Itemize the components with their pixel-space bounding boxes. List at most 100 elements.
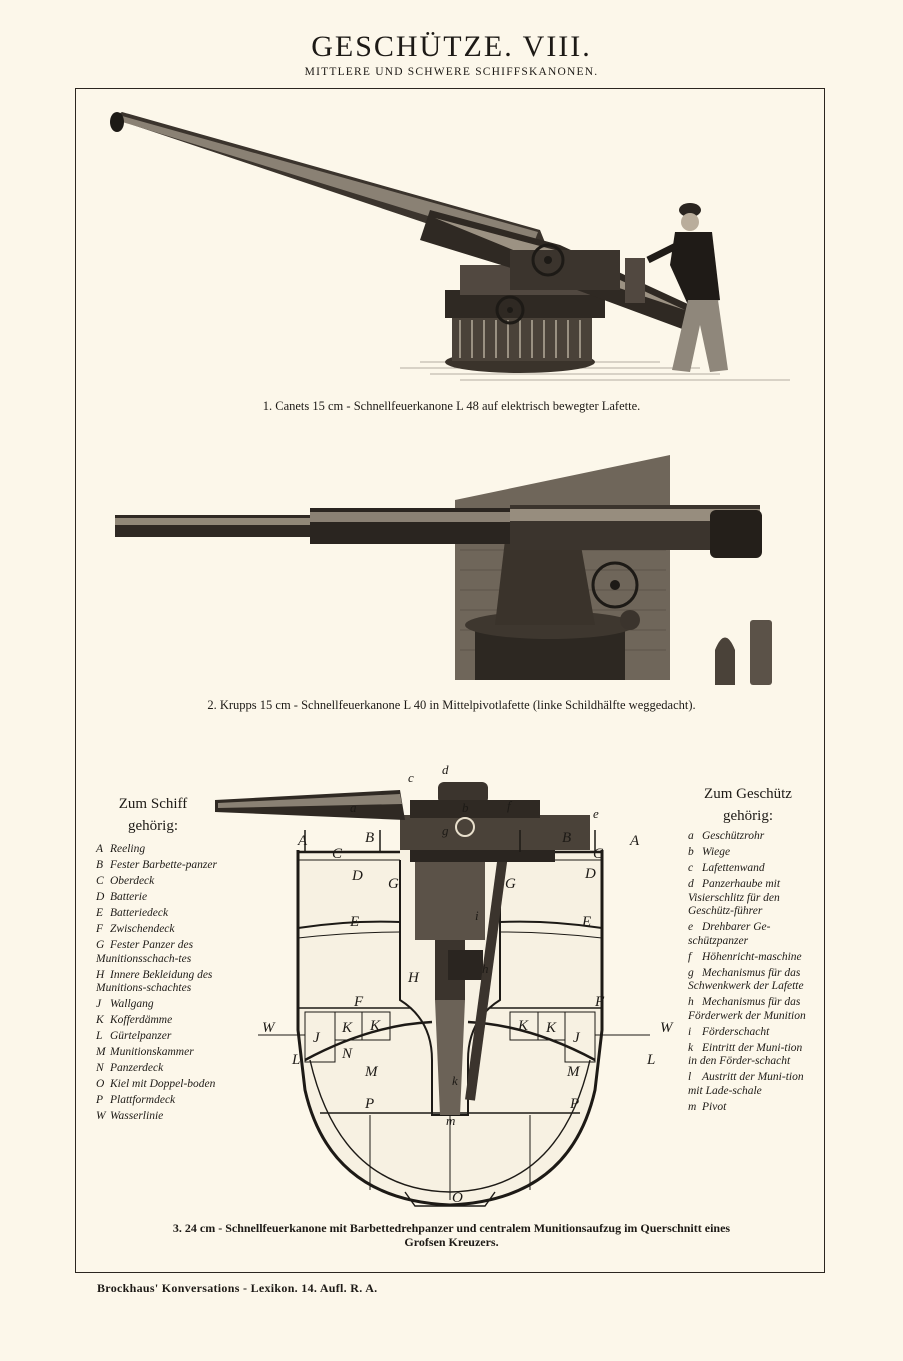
figure-3-cross-section: A A B B C C D D G G E E H F F W W J J K … [215, 762, 674, 1207]
label-B-right: B [562, 830, 571, 846]
figure-1-canet-gun [110, 112, 790, 381]
label-e: e [593, 806, 599, 821]
label-A-left: A [297, 833, 308, 849]
label-M-right: M [566, 1064, 581, 1080]
shells [715, 620, 772, 685]
label-W-right: W [660, 1020, 674, 1036]
label-C-right: C [593, 846, 604, 862]
legend-ship-heading: Zum Schiff gehörig: [98, 793, 208, 837]
label-C-left: C [332, 846, 343, 862]
label-i: i [475, 908, 479, 923]
label-K-2: K [369, 1018, 381, 1034]
figure-2-caption: 2. Krupps 15 cm - Schnellfeuerkanone L 4… [207, 698, 696, 712]
label-E-right: E [581, 914, 591, 930]
figure-2-krupp-gun [115, 455, 772, 685]
label-L-left: L [291, 1052, 300, 1068]
label-N: N [341, 1046, 353, 1062]
label-L-right: L [646, 1052, 655, 1068]
label-K-1: K [341, 1020, 353, 1036]
label-P-right: P [569, 1096, 579, 1112]
ammunition-shaft [399, 839, 510, 1116]
plate-subtitle: MITTLERE UND SCHWERE SCHIFFSKANONEN. [304, 66, 599, 78]
label-J-left: J [313, 1030, 321, 1046]
gun-barrel [110, 112, 690, 330]
label-M-left: M [364, 1064, 379, 1080]
legend-gun-heading-line2: gehörig: [723, 808, 773, 824]
figure-3-caption: 3. 24 cm - Schnellfeuerkanone mit Barbet… [0, 1221, 903, 1249]
railings [304, 830, 596, 852]
legend-gun-heading: Zum Geschütz gehörig: [688, 783, 808, 827]
figure-1-caption: 1. Canets 15 cm - Schnellfeuerkanone L 4… [262, 399, 641, 413]
label-m: m [446, 1113, 455, 1128]
label-H: H [407, 970, 420, 986]
figure-3-caption-line1: 3. 24 cm - Schnellfeuerkanone mit Barbet… [172, 1221, 731, 1235]
label-G-right: G [505, 876, 516, 892]
label-E-left: E [349, 914, 359, 930]
gun-cradle [495, 243, 645, 325]
gun-barrel [115, 505, 762, 558]
plate-title: GESCHÜTZE. VIII. [311, 30, 592, 63]
label-W-left: W [262, 1020, 276, 1036]
label-D-left: D [351, 868, 363, 884]
label-D-right: D [584, 866, 596, 882]
figure-3-caption-line2: Grofsen Kreuzers. [404, 1235, 499, 1249]
label-d: d [442, 762, 449, 777]
legend-ship-heading-line1: Zum Schiff [118, 796, 188, 812]
barbette-turret [215, 782, 590, 862]
gun-pedestal [465, 540, 635, 680]
label-B-left: B [365, 830, 374, 846]
sailor-figure [646, 203, 728, 372]
gun-mechanism [591, 561, 640, 630]
label-b: b [462, 800, 469, 815]
label-F-left: F [353, 994, 364, 1010]
label-O: O [452, 1190, 463, 1206]
label-k: k [452, 1073, 458, 1088]
side-cells [304, 1011, 596, 1063]
label-h: h [482, 961, 489, 976]
legend-ship-heading-line2: gehörig: [128, 818, 178, 834]
label-K-3: K [517, 1018, 529, 1034]
label-f: f [507, 798, 513, 813]
plate-frame [75, 88, 825, 1273]
label-c: c [408, 770, 414, 785]
label-P-left: P [364, 1096, 374, 1112]
label-A-right: A [629, 833, 640, 849]
label-F-right: F [594, 994, 605, 1010]
label-a: a [350, 800, 357, 815]
label-K-4: K [545, 1020, 557, 1036]
label-J-right: J [573, 1030, 581, 1046]
legend-gun-heading-line1: Zum Geschütz [704, 786, 792, 802]
footer-publisher: Brockhaus' Konversations - Lexikon. 14. … [97, 1281, 378, 1295]
